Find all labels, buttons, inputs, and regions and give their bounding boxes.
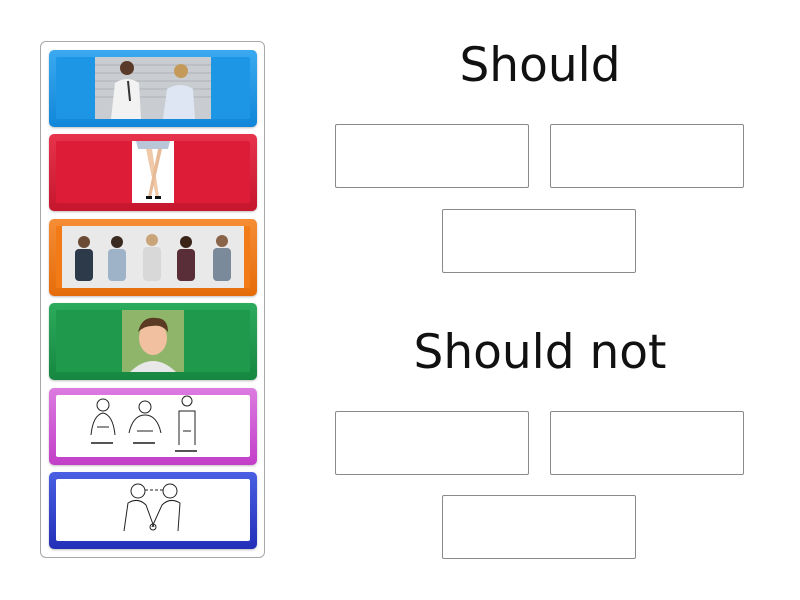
tile-handshake-eye-contact[interactable]	[49, 472, 257, 549]
people-waiting-image	[62, 226, 244, 288]
crossed-legs-image	[132, 141, 174, 203]
tile-bank	[40, 41, 265, 558]
handshake-eye-contact-image	[118, 479, 188, 541]
group-title-should: Should	[459, 38, 621, 93]
should-drop-slot[interactable]	[442, 209, 636, 273]
tile-people-waiting[interactable]	[49, 219, 257, 296]
tile-crossed-legs[interactable]	[49, 134, 257, 211]
tile-colleagues-talking[interactable]	[49, 50, 257, 127]
smiling-man-image	[122, 310, 184, 372]
should-drop-slot[interactable]	[335, 124, 529, 188]
hand-positions-image	[83, 395, 223, 457]
should-drop-slot[interactable]	[550, 124, 744, 188]
colleagues-talking-image	[95, 57, 211, 119]
should-not-drop-slot[interactable]	[442, 495, 636, 559]
tile-smiling-man[interactable]	[49, 303, 257, 380]
should-not-drop-slot[interactable]	[550, 411, 744, 475]
tile-hand-positions[interactable]	[49, 388, 257, 465]
group-title-should-not: Should not	[413, 325, 667, 380]
should-not-drop-slot[interactable]	[335, 411, 529, 475]
